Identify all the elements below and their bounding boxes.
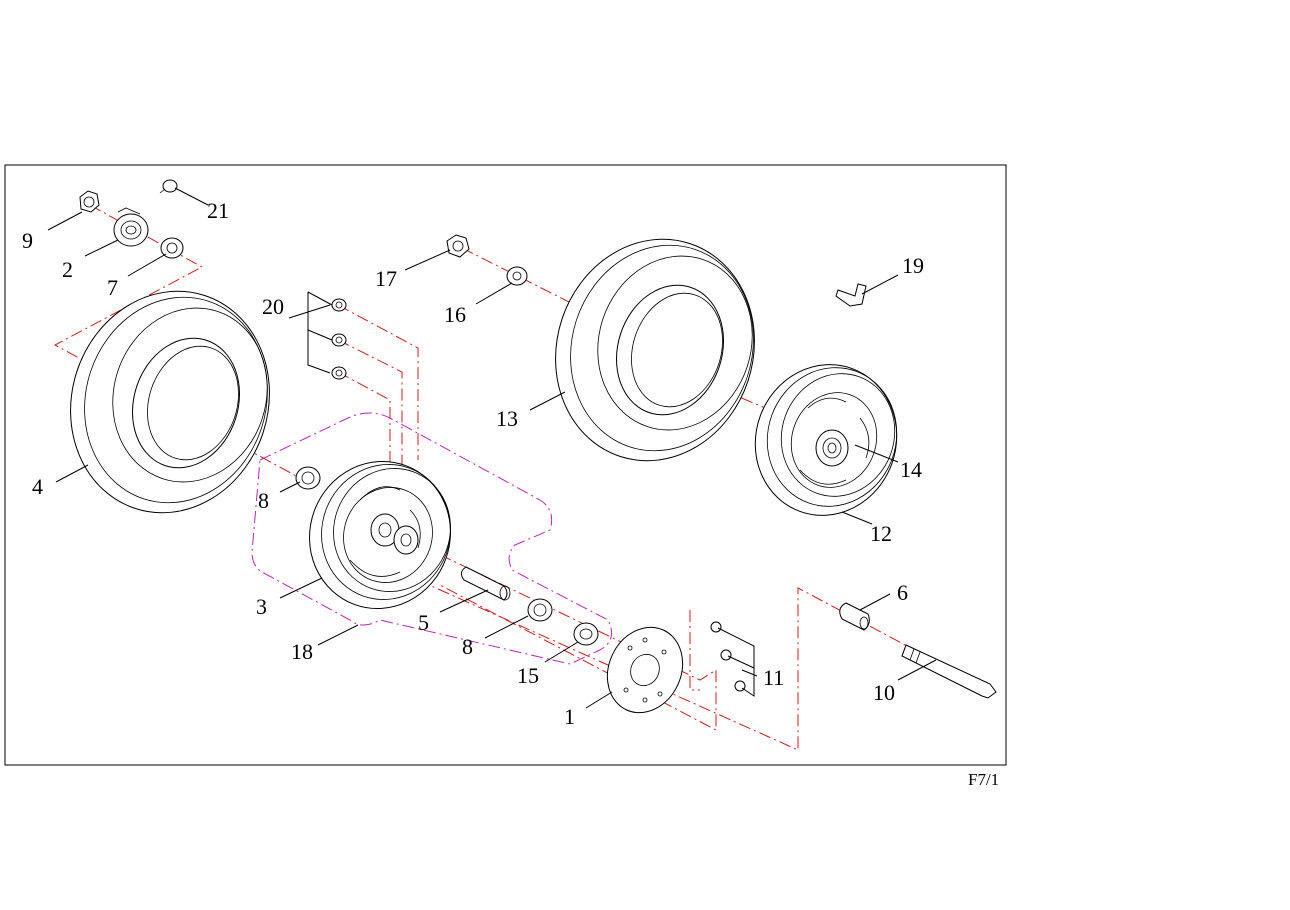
nut-11: [79, 190, 100, 213]
label-leaders: [47, 187, 937, 709]
tire-13: [555, 238, 755, 462]
label-6: 6: [897, 580, 908, 605]
bearing-8-upper: [295, 466, 321, 490]
label-5: 5: [418, 610, 429, 635]
tire-4: [70, 290, 270, 514]
label-7: 7: [107, 275, 118, 300]
collar-6: [839, 602, 870, 631]
label-15: 15: [517, 663, 539, 688]
label-20: 20: [262, 294, 284, 319]
diagram-frame: [4, 164, 1007, 766]
rim-3: [309, 460, 451, 610]
washer-15: [573, 622, 599, 646]
label-2: 2: [62, 257, 73, 282]
bolts-10: [710, 621, 755, 697]
label-12: 12: [870, 521, 892, 546]
label-14: 14: [900, 457, 922, 482]
label-21: 21: [207, 198, 229, 223]
label-17: 17: [375, 266, 397, 291]
washer-16: [506, 266, 528, 286]
label-16: 16: [444, 302, 466, 327]
page-code: F7/1: [968, 770, 1000, 789]
part-number-labels: 9 2 7 21 4 8 20 17 16 13 19 14 12 3 18 5…: [22, 198, 924, 729]
axle-9: [901, 644, 997, 699]
label-18: 18: [291, 639, 313, 664]
spacer-5: [460, 566, 511, 601]
label-13: 13: [496, 406, 518, 431]
hub-14: [815, 429, 849, 467]
bearing-2: [113, 207, 149, 247]
label-8-lower: 8: [462, 634, 473, 659]
label-10: 11: [763, 665, 784, 690]
collar-7: [160, 237, 184, 259]
label-3: 3: [256, 594, 267, 619]
nut-17: [446, 234, 470, 258]
label-9: 10: [873, 680, 895, 705]
brake-disc-1: [606, 626, 684, 714]
label-8-upper: 8: [258, 488, 269, 513]
screw-21: [159, 179, 178, 194]
label-4: 4: [32, 474, 43, 499]
nuts-20: [307, 291, 347, 380]
label-11: 9: [22, 228, 33, 253]
hub-assembly-outline: [251, 412, 613, 665]
label-19: 19: [902, 253, 924, 278]
bearing-8-lower: [527, 598, 553, 622]
valve-19: [835, 283, 867, 307]
label-1: 1: [564, 704, 575, 729]
